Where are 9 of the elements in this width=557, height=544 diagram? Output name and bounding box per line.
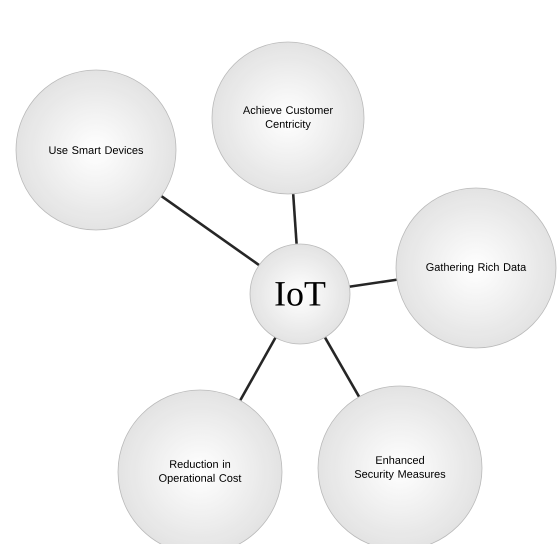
connector-line bbox=[292, 194, 298, 244]
circle-node: Achieve Customer Centricity bbox=[212, 42, 364, 194]
circle-node: Gathering Rich Data bbox=[396, 188, 556, 348]
connector-line bbox=[324, 337, 360, 398]
circle-node: IoT bbox=[250, 244, 350, 344]
connector-line bbox=[239, 337, 276, 401]
connector-line bbox=[350, 278, 397, 288]
circle-node: Use Smart Devices bbox=[16, 70, 176, 230]
connector-line bbox=[160, 195, 260, 266]
